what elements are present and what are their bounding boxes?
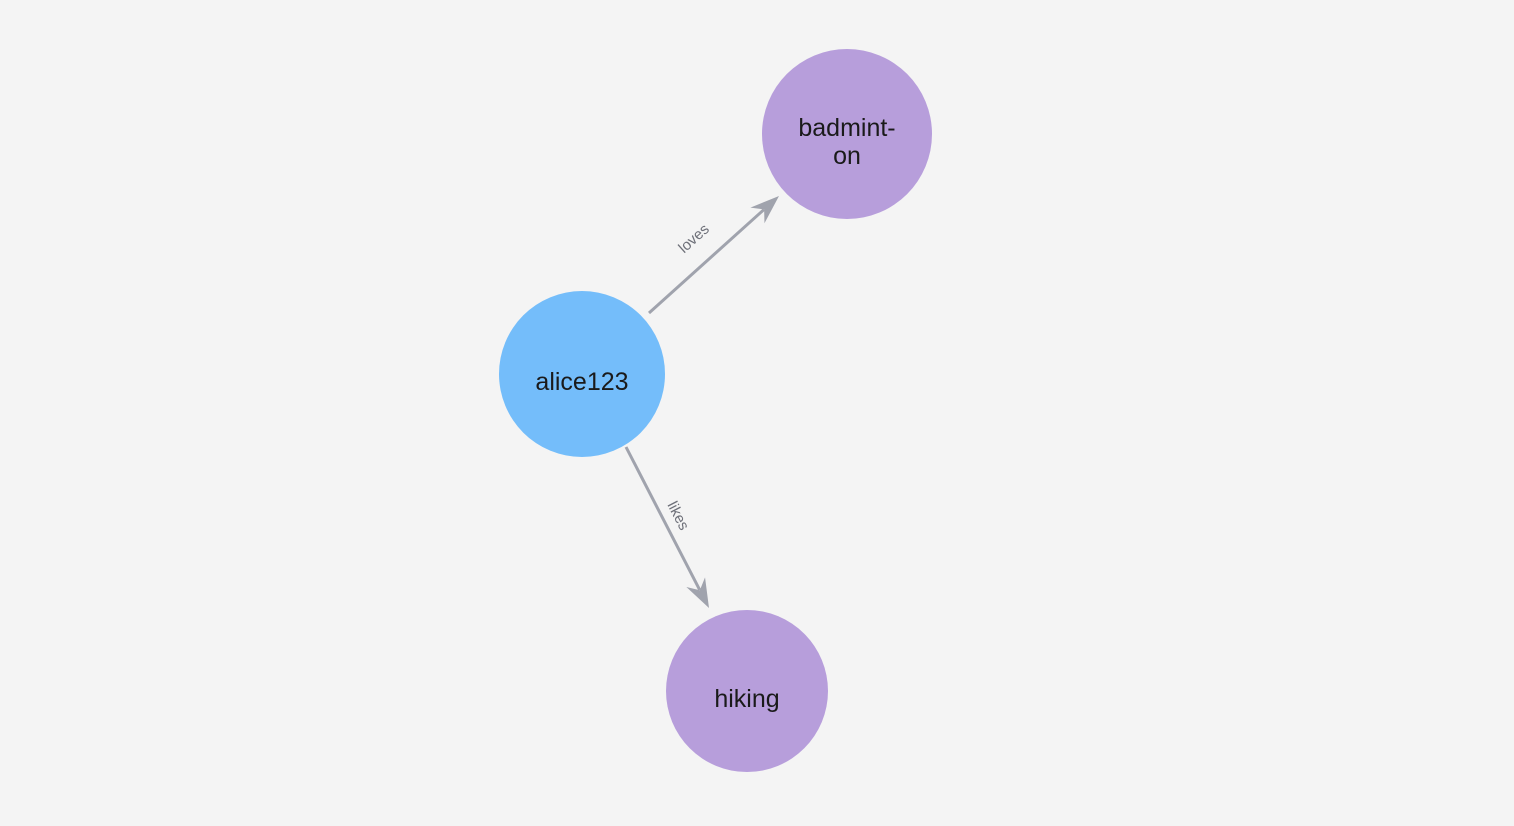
graph-edge-loves[interactable]: loves (647, 196, 779, 315)
graph-edge-likes[interactable]: likes (624, 446, 709, 608)
node-circle-hiking[interactable] (666, 610, 828, 772)
edge-line-loves (647, 208, 765, 315)
node-circle-alice123[interactable] (499, 291, 665, 457)
edge-label-loves: loves (675, 221, 712, 257)
edge-line-likes (624, 446, 702, 591)
arrowhead-likes (686, 577, 709, 608)
arrowhead-loves (750, 196, 779, 224)
graph-node-alice123[interactable]: alice123 (499, 291, 665, 457)
graph-node-badminton[interactable]: badmint-on (762, 49, 932, 219)
graph-node-hiking[interactable]: hiking (666, 610, 828, 772)
node-circle-badminton[interactable] (762, 49, 932, 219)
